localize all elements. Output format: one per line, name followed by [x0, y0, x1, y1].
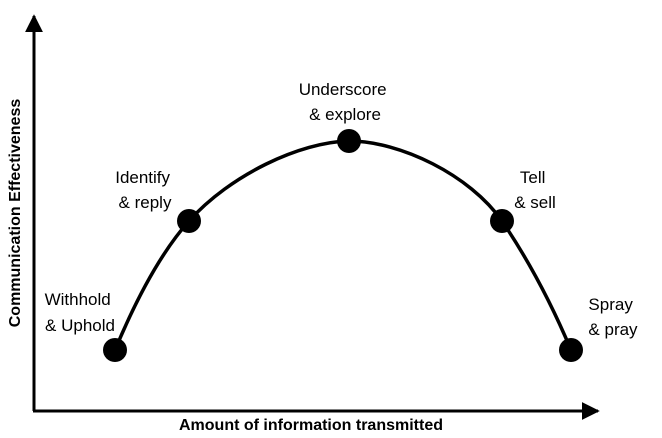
- label-identify-line2: & reply: [119, 193, 172, 212]
- point-tell: [490, 209, 514, 233]
- label-spray: Spray & pray: [588, 295, 638, 339]
- label-tell: Tell & sell: [514, 168, 556, 212]
- x-axis-title: Amount of information transmitted: [179, 417, 443, 434]
- label-underscore-line1: Underscore: [299, 80, 387, 99]
- point-identify: [177, 209, 201, 233]
- point-withhold: [103, 338, 127, 362]
- label-identify-line1: Identify: [115, 168, 170, 187]
- label-identify: Identify & reply: [115, 168, 175, 212]
- point-underscore: [337, 129, 361, 153]
- y-axis-title: Communication Effectiveness: [7, 99, 24, 328]
- label-underscore: Underscore & explore: [299, 80, 392, 124]
- label-tell-line1: Tell: [520, 168, 546, 187]
- label-spray-line2: & pray: [588, 320, 638, 339]
- label-spray-line1: Spray: [588, 295, 633, 314]
- effectiveness-curve: [113, 139, 573, 351]
- label-withhold-line2: & Uphold: [45, 316, 115, 335]
- label-withhold: Withhold & Uphold: [45, 290, 116, 335]
- label-withhold-line1: Withhold: [45, 290, 111, 309]
- label-tell-line2: & sell: [514, 193, 556, 212]
- label-underscore-line2: & explore: [309, 105, 381, 124]
- point-spray: [559, 338, 583, 362]
